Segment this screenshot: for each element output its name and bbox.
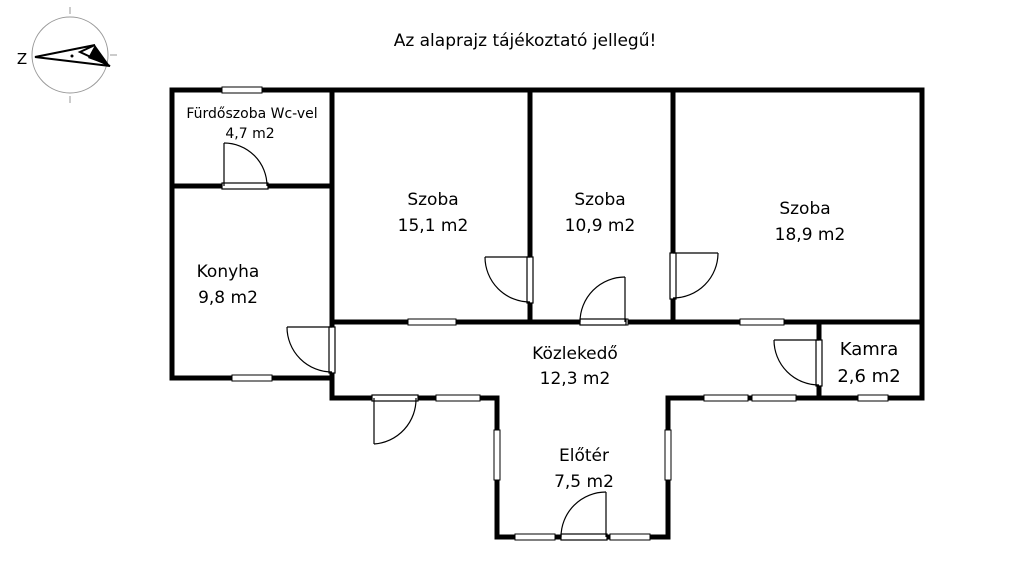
walls (169, 87, 925, 540)
kitchen-name: Konyha (197, 262, 260, 282)
notice-text: Az alaprajz tájékoztató jellegű! (394, 31, 657, 51)
compass-north-label: Z (17, 50, 27, 68)
doors (221, 142, 823, 541)
bathroom-name: Fürdőszoba Wc-vel (186, 106, 317, 122)
compass-icon (31, 7, 117, 103)
windows (221, 86, 889, 541)
pantry-name: Kamra (840, 339, 898, 360)
room3-name: Szoba (779, 199, 830, 219)
entrance-area: 7,5 m2 (554, 472, 614, 492)
kitchen-area: 9,8 m2 (198, 288, 258, 308)
entrance-name: Előtér (559, 446, 609, 466)
pantry-area: 2,6 m2 (837, 366, 900, 387)
room1-area: 15,1 m2 (398, 216, 469, 236)
room1-name: Szoba (407, 190, 458, 210)
corridor-area: 12,3 m2 (540, 369, 611, 389)
room3-area: 18,9 m2 (775, 225, 846, 245)
bathroom-area: 4,7 m2 (225, 126, 274, 142)
room2-name: Szoba (574, 190, 625, 210)
corridor-name: Közlekedő (532, 344, 618, 364)
room2-area: 10,9 m2 (565, 216, 636, 236)
